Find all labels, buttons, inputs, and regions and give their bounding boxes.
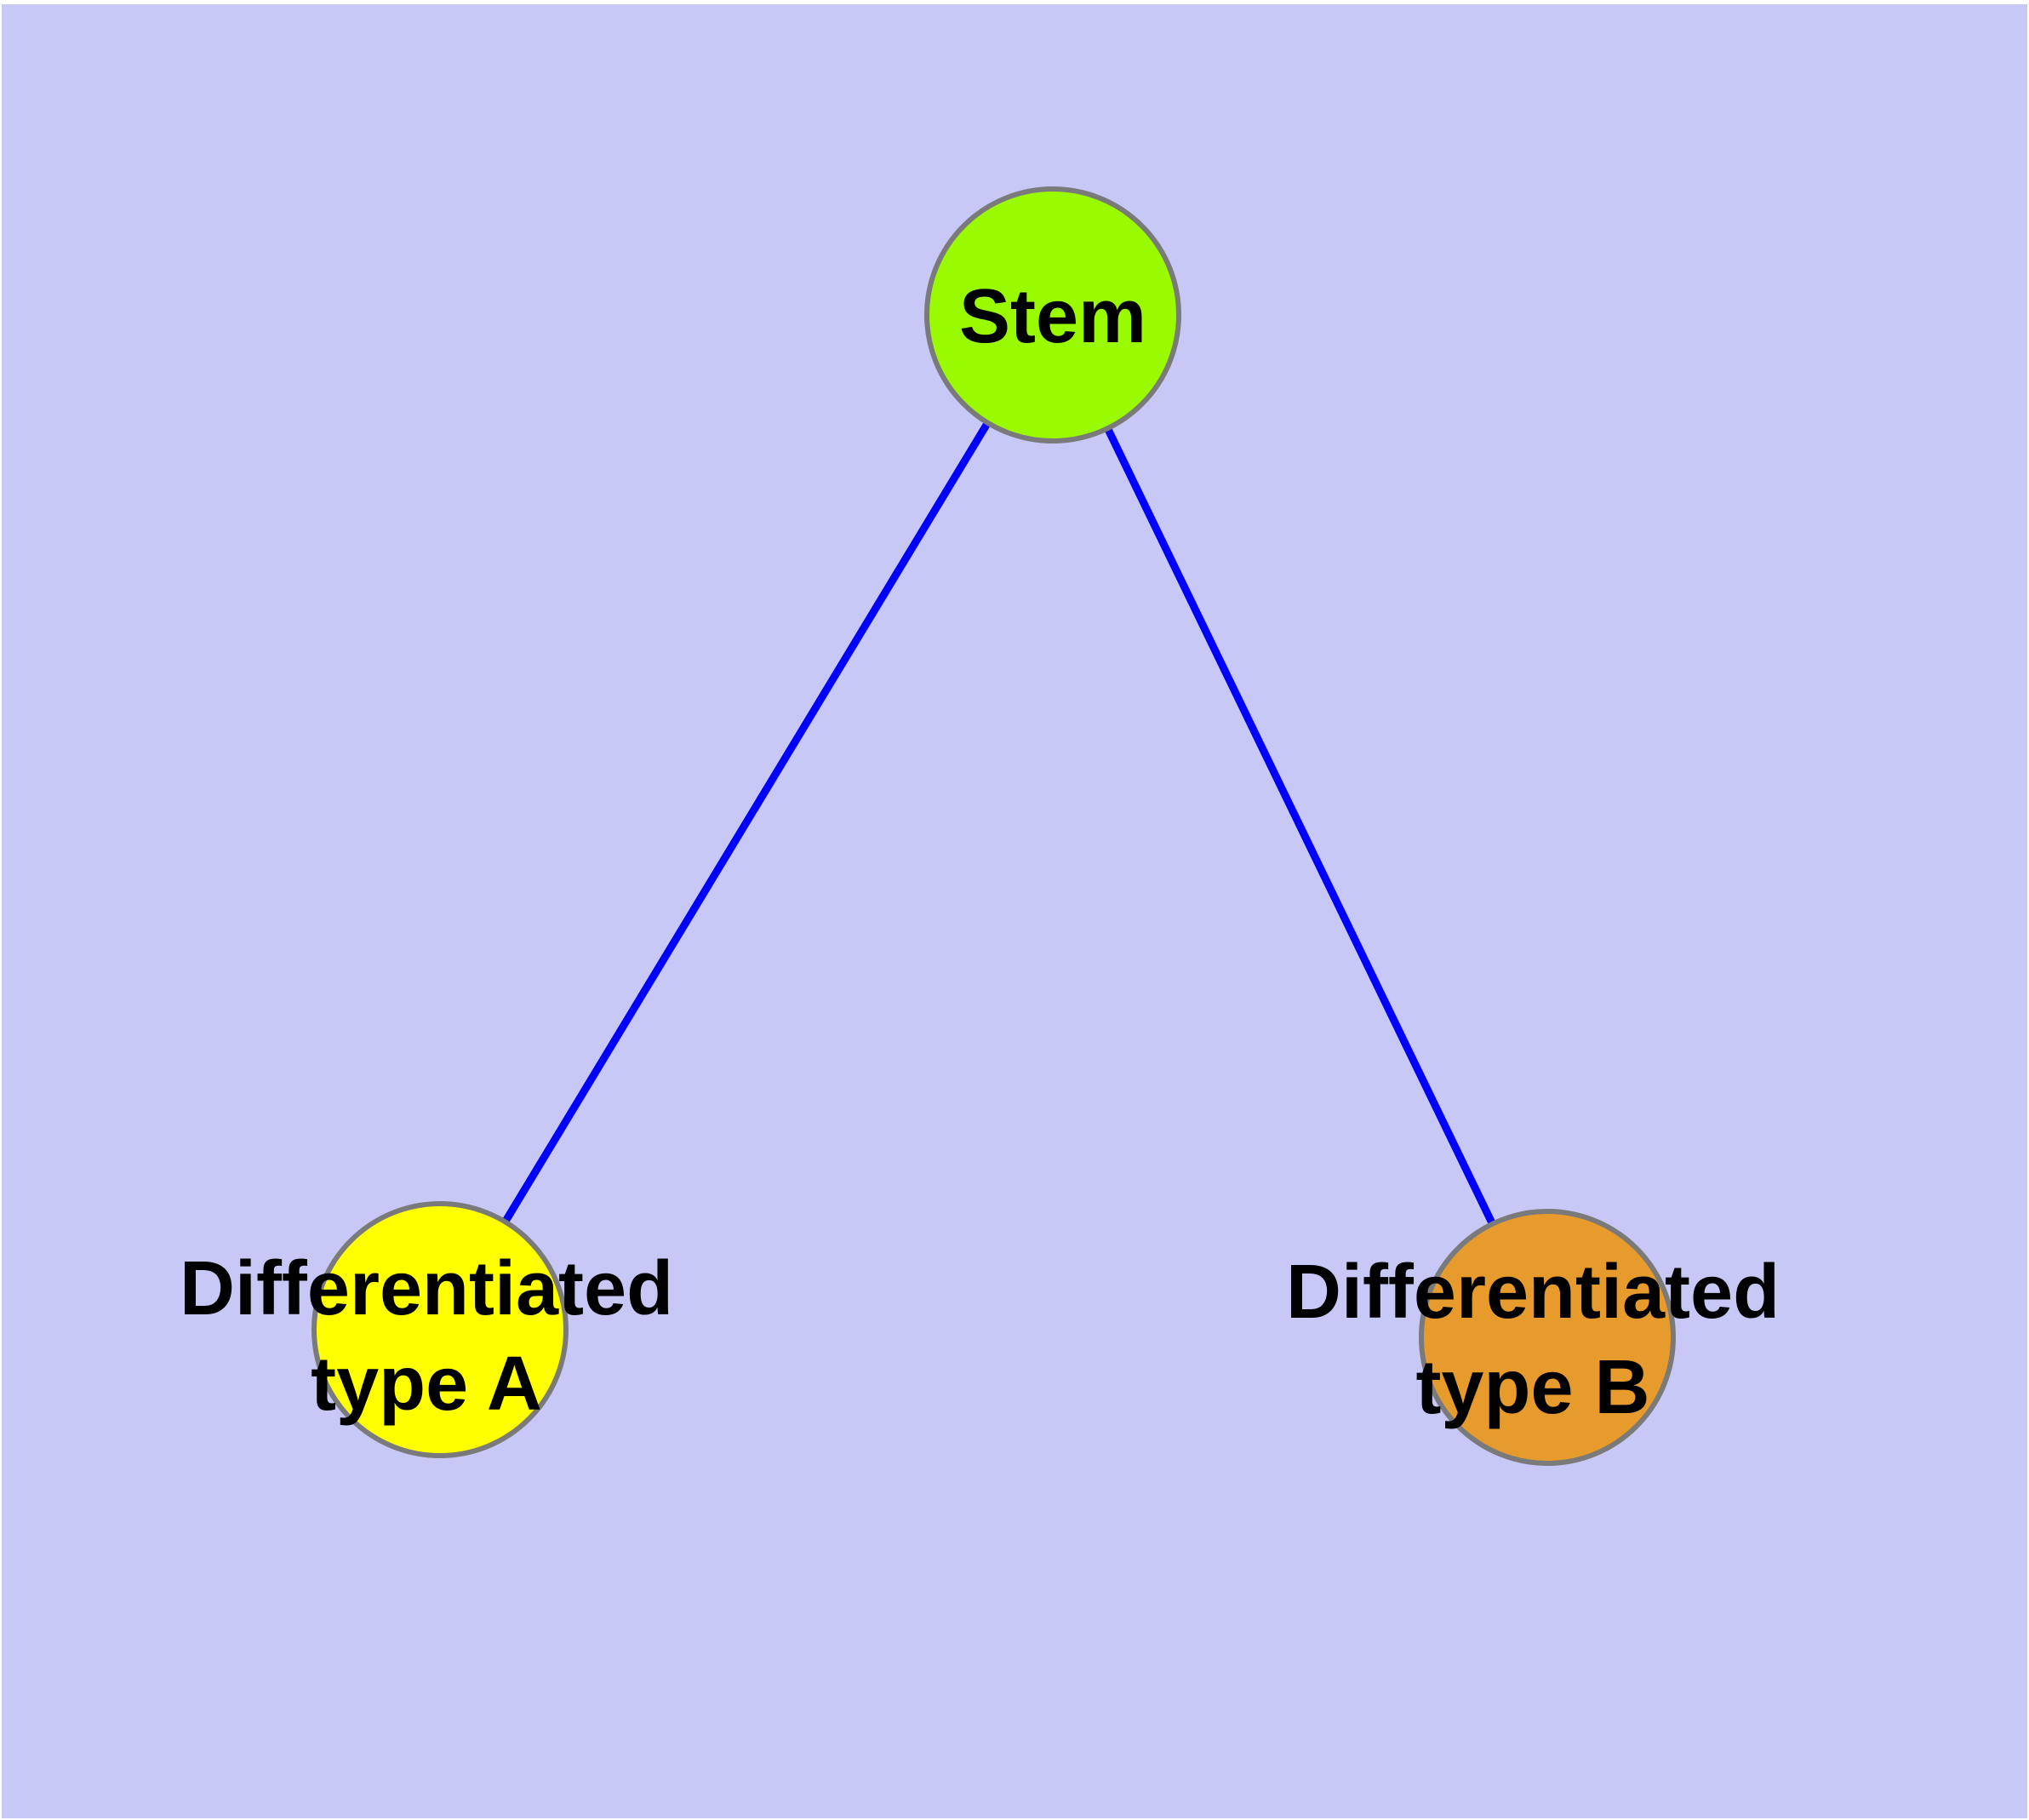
- node-stem-label-line: Stem: [958, 274, 1147, 359]
- node-differentiated-type-b-label-line2: type B: [1415, 1345, 1650, 1430]
- node-differentiated-type-a: [311, 1201, 569, 1458]
- node-differentiated-type-b-label: Differentiated type B: [1286, 1245, 1780, 1435]
- edge-stem-to-type-b: [1049, 313, 1552, 1339]
- node-differentiated-type-a-label-line2: type A: [311, 1342, 542, 1427]
- node-stem-label: Stem: [959, 269, 1146, 364]
- node-differentiated-type-a-label: Differentiated type A: [180, 1241, 673, 1432]
- node-differentiated-type-b: [1419, 1209, 1676, 1466]
- edge-stem-to-type-a: [437, 312, 1056, 1332]
- node-differentiated-type-b-label-line1: Differentiated: [1285, 1250, 1780, 1335]
- node-stem: [924, 186, 1181, 444]
- node-differentiated-type-a-label-line1: Differentiated: [179, 1246, 674, 1331]
